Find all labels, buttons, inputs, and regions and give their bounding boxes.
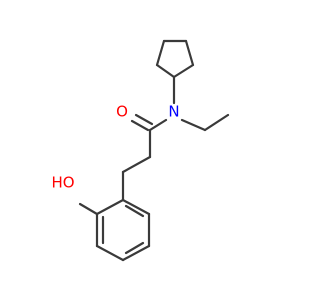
bond [180,118,207,132]
bond [155,39,166,67]
bond [155,63,176,79]
molecule-structure: O N HO [51,39,230,262]
molecule-canvas: O N HO [51,39,230,262]
bond [130,119,150,132]
nitrogen-label: N [168,103,179,121]
bond [121,198,151,216]
bond [121,155,152,174]
bond [95,244,125,262]
bond [78,202,99,216]
bond [203,113,230,132]
bond [121,244,151,262]
bond [134,113,154,126]
bond [172,63,195,79]
hydroxyl-label: HO [51,174,74,192]
bond [124,241,145,255]
carbonyl-oxygen-label: O [116,103,128,121]
benzene-ring [95,198,151,262]
bond [184,39,195,67]
bond [124,204,145,218]
bond [148,118,168,132]
bond [95,198,125,216]
cyclopentyl-ring [155,39,195,79]
